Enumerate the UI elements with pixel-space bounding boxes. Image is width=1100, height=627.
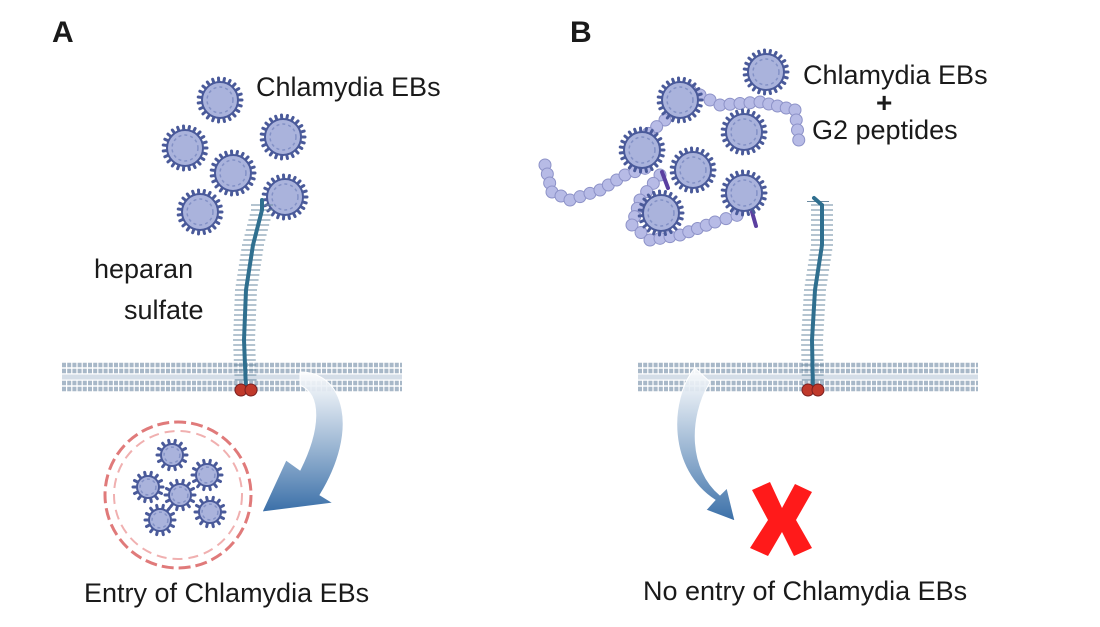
heparan-sulfate-chain-b <box>801 196 833 397</box>
chlamydia-eb-particle <box>720 108 768 156</box>
chlamydia-eb-particle <box>618 126 666 174</box>
chlamydia-eb-particle <box>176 188 224 236</box>
g2-peptides-label: G2 peptides <box>812 115 958 145</box>
chlamydia-ebs-label-b: Chlamydia EBs <box>803 60 988 90</box>
chlamydia-ebs-label-a: Chlamydia EBs <box>256 72 441 102</box>
chlamydia-eb-particle <box>656 76 704 124</box>
chlamydia-eb-particle <box>131 470 165 504</box>
panel-label-b: B <box>570 16 592 49</box>
internalized-vesicle <box>103 420 253 570</box>
chlamydia-eb-particle <box>190 458 224 492</box>
chlamydia-eb-particle <box>261 173 309 221</box>
chlamydia-eb-particle <box>161 124 209 172</box>
sulfate-label: sulfate <box>124 295 204 325</box>
chlamydia-eb-particle <box>155 438 189 472</box>
chlamydia-eb-cluster-b <box>618 48 790 237</box>
plus-sign: + <box>876 87 893 118</box>
heparan-sulfate-chain-a <box>233 198 273 397</box>
chlamydia-eb-particle <box>193 495 227 529</box>
panel-label-a: A <box>52 16 74 49</box>
no-entry-outcome-label: No entry of Chlamydia EBs <box>643 576 968 606</box>
chlamydia-eb-particle <box>669 146 717 194</box>
heparan-label: heparan <box>94 254 194 284</box>
chlamydia-eb-particle <box>209 149 257 197</box>
chlamydia-eb-particle <box>637 189 685 237</box>
no-entry-cross-icon <box>750 482 812 556</box>
chlamydia-eb-particle <box>143 503 177 537</box>
chlamydia-eb-particle <box>720 169 768 217</box>
cell-membrane-a <box>62 362 402 392</box>
chlamydia-eb-particle <box>196 76 244 124</box>
chlamydia-eb-particle <box>259 113 307 161</box>
entry-outcome-label: Entry of Chlamydia EBs <box>84 578 370 608</box>
chlamydia-eb-cluster-a <box>161 76 309 236</box>
blocked-arrow <box>676 367 736 522</box>
entry-arrow <box>261 371 344 513</box>
chlamydia-eb-particle <box>742 48 790 96</box>
chlamydia-eb-particle <box>163 478 197 512</box>
